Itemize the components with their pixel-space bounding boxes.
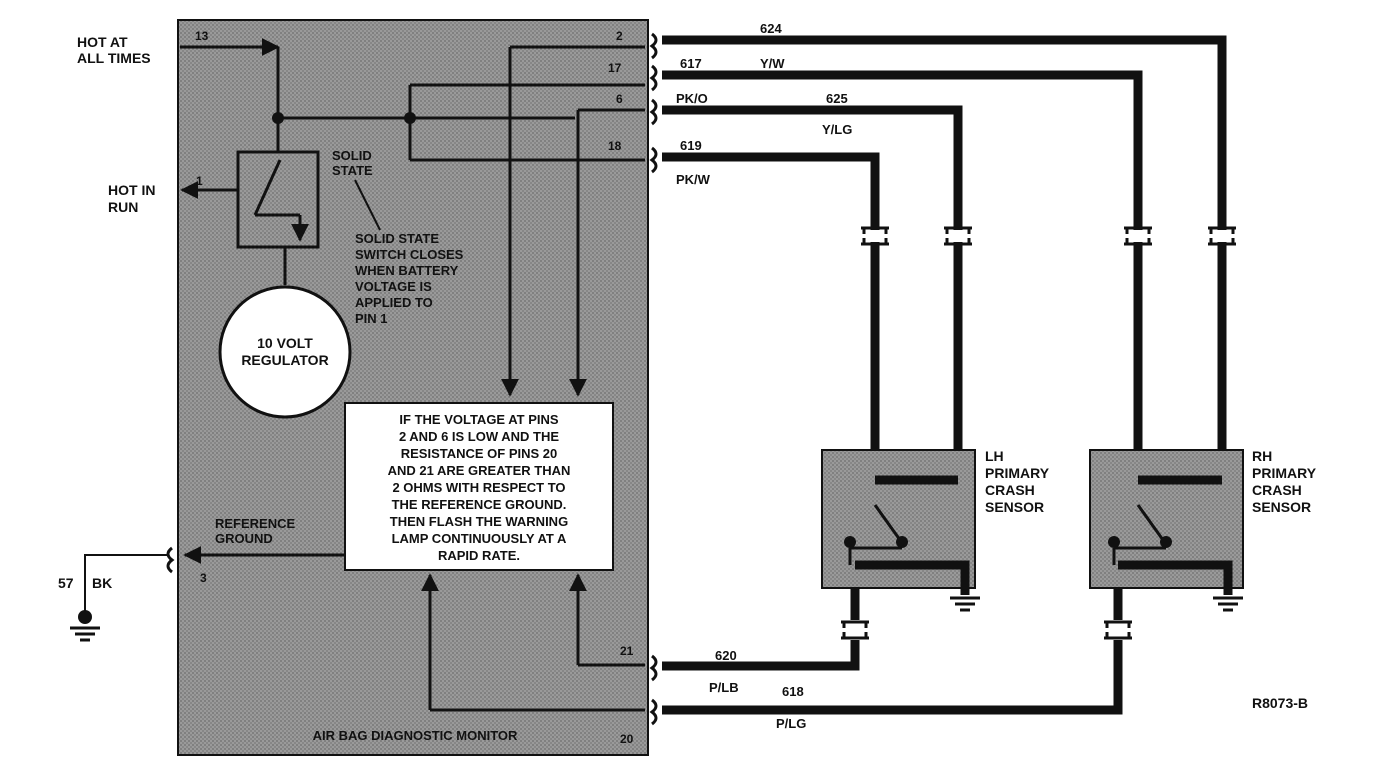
rh-sensor-label-3: CRASH	[1252, 482, 1302, 498]
logic-note-9: RAPID RATE.	[438, 548, 520, 563]
wire-624	[662, 35, 1227, 230]
ground-symbol-rh	[1213, 596, 1243, 612]
hot-in-run-label-1: HOT IN	[108, 182, 155, 198]
connector-pin-2	[649, 32, 658, 60]
pin-6-label: 6	[616, 92, 623, 106]
wire-625-color: PK/O	[676, 91, 708, 106]
module-internal-circuit	[180, 38, 645, 712]
module-labels: 13 1 2 17 6 18 3 21 20 SOLID STATE SOLID…	[195, 29, 634, 746]
regulator-label-2: REGULATOR	[241, 352, 328, 368]
module-title: AIR BAG DIAGNOSTIC MONITOR	[313, 728, 518, 743]
wire-619-color: Y/LG	[822, 122, 852, 137]
wire-619	[662, 152, 880, 230]
wire-pkw-color: PK/W	[676, 172, 711, 187]
wire-625-number: 625	[826, 91, 848, 106]
lh-crash-sensor	[821, 449, 980, 612]
hot-in-run-label-2: RUN	[108, 199, 138, 215]
pin-17-label: 17	[608, 61, 622, 75]
logic-note-6: THE REFERENCE GROUND.	[392, 497, 567, 512]
pin-2-label: 2	[616, 29, 623, 43]
wire-618-number: 618	[782, 684, 804, 699]
figure-id: R8073-B	[1252, 695, 1308, 711]
logic-note-8: LAMP CONTINUOUSLY AT A	[392, 531, 567, 546]
inline-connector-624	[1208, 226, 1236, 246]
external-ground	[70, 554, 168, 642]
connector-pin-6	[649, 98, 658, 126]
wire-624-number: 624	[760, 21, 782, 36]
connector-pin-21	[649, 654, 658, 682]
logic-note-2: 2 AND 6 IS LOW AND THE	[399, 429, 559, 444]
rh-sensor-label-4: SENSOR	[1252, 499, 1311, 515]
inline-connector-617	[1124, 226, 1152, 246]
inline-connector-620	[841, 620, 869, 640]
reference-ground-label-2: GROUND	[215, 531, 273, 546]
wire-620	[662, 640, 860, 671]
logic-note-box	[344, 402, 614, 571]
switch-note-3: WHEN BATTERY	[355, 263, 459, 278]
logic-note-4: AND 21 ARE GREATER THAN	[388, 463, 571, 478]
pin-21-label: 21	[620, 644, 634, 658]
inline-connector-619	[861, 226, 889, 246]
pin-3-label: 3	[200, 571, 207, 585]
rh-crash-sensor	[1089, 449, 1244, 612]
voltage-regulator	[218, 285, 352, 419]
wire-619-number: 619	[680, 138, 702, 153]
rh-sensor-label-1: RH	[1252, 448, 1272, 464]
hot-at-all-times-label-1: HOT AT	[77, 34, 128, 50]
lh-sensor-label-2: PRIMARY	[985, 465, 1050, 481]
lh-sensor-label-4: SENSOR	[985, 499, 1044, 515]
wire-620-number: 620	[715, 648, 737, 663]
wire-labels: 624 617 Y/W PK/O 625 Y/LG 619 PK/W 620 P…	[676, 21, 852, 731]
solid-state-label-2: STATE	[332, 163, 373, 178]
ground-wire-number: 57	[58, 575, 74, 591]
rh-sensor-label-2: PRIMARY	[1252, 465, 1317, 481]
connector-pin-18	[649, 146, 658, 174]
inline-connector-625	[944, 226, 972, 246]
connector-pin-20	[649, 698, 658, 726]
wire-617-number: 617	[680, 56, 702, 71]
regulator-label-1: 10 VOLT	[257, 335, 313, 351]
connector-pin-17	[649, 64, 658, 92]
switch-note-6: PIN 1	[355, 311, 388, 326]
pin-1-label: 1	[196, 174, 203, 188]
hot-at-all-times-label-2: ALL TIMES	[77, 50, 151, 66]
lh-sensor-label-3: CRASH	[985, 482, 1035, 498]
inline-connector-618	[1104, 620, 1132, 640]
pin-18-label: 18	[608, 139, 622, 153]
logic-note-7: THEN FLASH THE WARNING	[390, 514, 568, 529]
pin-13-label: 13	[195, 29, 209, 43]
ground-wire-color: BK	[92, 575, 112, 591]
harness-wires	[166, 32, 1236, 726]
wire-618	[662, 640, 1123, 715]
connector-pin-3	[166, 546, 175, 574]
logic-note-5: 2 OHMS WITH RESPECT TO	[392, 480, 565, 495]
ground-symbol-lh	[950, 596, 980, 612]
logic-note-1: IF THE VOLTAGE AT PINS	[399, 412, 558, 427]
wire-617-color: Y/W	[760, 56, 785, 71]
wire-617	[662, 70, 1143, 230]
switch-note-5: APPLIED TO	[355, 295, 433, 310]
logic-note-3: RESISTANCE OF PINS 20	[401, 446, 558, 461]
reference-ground-label-1: REFERENCE	[215, 516, 296, 531]
external-labels: HOT AT ALL TIMES HOT IN RUN 57 BK	[58, 34, 155, 591]
switch-note-2: SWITCH CLOSES	[355, 247, 464, 262]
wire-618-color: P/LG	[776, 716, 806, 731]
lh-sensor-label-1: LH	[985, 448, 1004, 464]
pin-20-label: 20	[620, 732, 634, 746]
wire-625	[662, 105, 963, 230]
switch-note-4: VOLTAGE IS	[355, 279, 432, 294]
sensor-labels: LH PRIMARY CRASH SENSOR RH PRIMARY CRASH…	[985, 448, 1317, 515]
wire-620-color: P/LB	[709, 680, 739, 695]
switch-note-1: SOLID STATE	[355, 231, 439, 246]
solid-state-label-1: SOLID	[332, 148, 372, 163]
